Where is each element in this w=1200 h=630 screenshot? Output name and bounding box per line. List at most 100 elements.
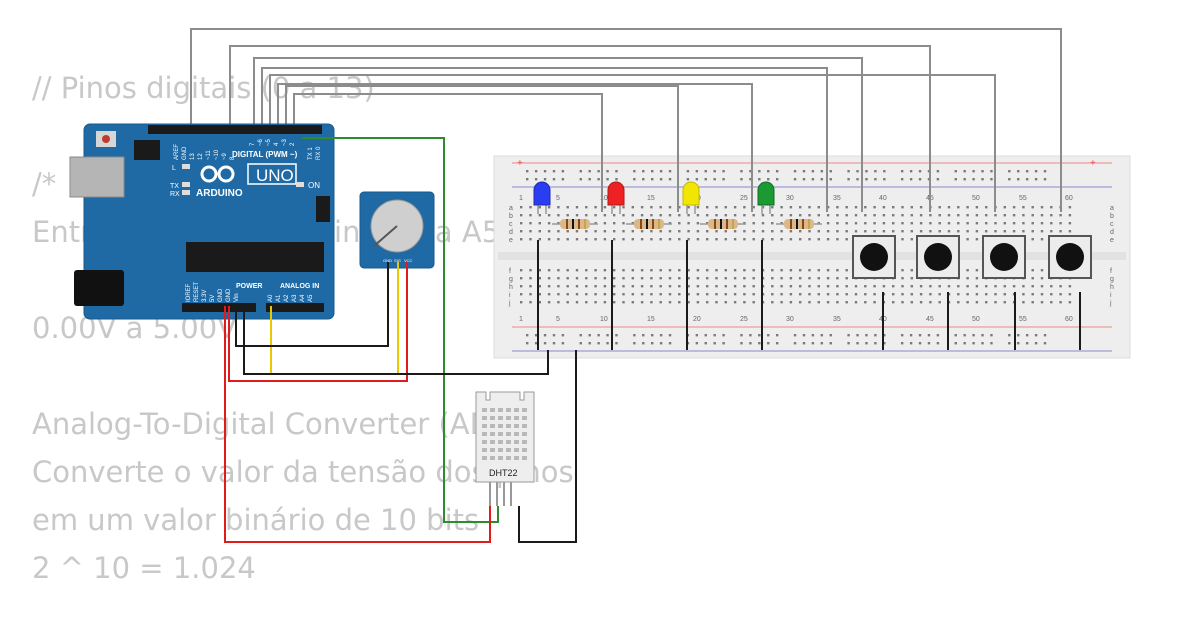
push-button[interactable] [982, 235, 1026, 279]
breadboard-hole [650, 334, 654, 337]
breadboard-hole [631, 238, 634, 241]
led-red[interactable] [607, 181, 625, 214]
breadboard-hole [1022, 293, 1025, 296]
breadboard-hole [631, 206, 634, 209]
breadboard-hole [696, 222, 700, 225]
breadboard-hole [864, 285, 867, 288]
breadboard-hole [633, 170, 636, 173]
breadboard-hole [1034, 342, 1038, 345]
button-cap[interactable] [924, 243, 952, 271]
breadboard-hole [594, 206, 597, 209]
breadboard-hole [892, 214, 895, 217]
breadboard-hole [659, 301, 662, 304]
black-gnd-wire-breadboard[interactable] [243, 306, 549, 375]
potentiometer[interactable]: GND SIG VCC [359, 191, 435, 269]
button-cap[interactable] [860, 243, 888, 271]
breadboard-hole [597, 178, 600, 181]
wire-pin10-button2[interactable] [229, 45, 931, 212]
breadboard-hole [780, 238, 783, 241]
pin-label: 2 [290, 142, 296, 146]
breadboard-hole [829, 342, 832, 345]
breadboard-hole [994, 230, 997, 233]
breadboard-hole [936, 342, 940, 345]
led-label-l: L [172, 165, 176, 172]
reset-button-cap[interactable] [102, 135, 110, 143]
breadboard-hole [722, 342, 725, 345]
breadboard-hole [557, 285, 560, 288]
breadboard-hole [724, 206, 727, 209]
breadboard-hole [529, 214, 532, 217]
breadboard-hole [603, 222, 607, 225]
wire-pin2-led-red[interactable] [293, 93, 603, 212]
breadboard-hole [1031, 277, 1034, 280]
breadboard-hole [758, 334, 761, 337]
breadboard-hole [954, 342, 957, 345]
dht22-vent-slot [506, 448, 511, 452]
breadboard-hole [873, 301, 876, 304]
led-body [757, 181, 775, 206]
breadboard-hole [615, 342, 618, 345]
wire-pin7-button1[interactable] [253, 57, 863, 212]
breadboard-hole [963, 178, 966, 181]
wire-pin4-led-green[interactable] [277, 83, 753, 212]
breadboard-hole [929, 285, 932, 288]
model-box [247, 163, 297, 185]
push-button[interactable] [1048, 235, 1092, 279]
breadboard-hole [547, 277, 551, 280]
breadboard-hole [990, 170, 993, 173]
digital-pin-labels: AREF GND 13 12 ~11 ~10 ~9 8 7 ~6 ~5 4 ~3… [174, 138, 322, 160]
button-cap[interactable] [990, 243, 1018, 271]
dht22-vent-slot [482, 440, 487, 444]
breadboard-hole [1050, 206, 1053, 209]
breadboard-hole [715, 301, 718, 304]
push-button[interactable] [852, 235, 896, 279]
wire-pin13-button4[interactable] [190, 28, 1062, 212]
breadboard-hole [543, 342, 547, 345]
led-green[interactable] [757, 181, 775, 214]
breadboard-hole [668, 285, 672, 288]
breadboard-hole [594, 238, 597, 241]
breadboard-hole [659, 238, 662, 241]
breadboard-hole [695, 170, 699, 173]
breadboard-hole [722, 170, 725, 173]
breadboard-hole [1040, 285, 1044, 288]
green-data-wire[interactable] [302, 137, 499, 523]
breadboard-hole [883, 342, 886, 345]
breadboard-hole [659, 170, 663, 173]
breadboard-hole [613, 293, 616, 296]
breadboard-hole [771, 238, 774, 241]
breadboard-hole [761, 222, 765, 225]
button-cap[interactable] [1056, 243, 1084, 271]
black-gnd-wire-potentiometer[interactable] [235, 262, 389, 347]
resistor[interactable] [700, 219, 746, 229]
breadboard-hole [594, 301, 597, 304]
breadboard-hole [901, 301, 904, 304]
led-yellow[interactable] [682, 181, 700, 214]
wire-pin3-led-yellow[interactable] [285, 85, 679, 212]
breadboard-hole [817, 206, 820, 209]
resistor[interactable] [626, 219, 672, 229]
breadboard-hole [963, 170, 966, 173]
breadboard-hole [1025, 178, 1029, 181]
breadboard-hole [985, 293, 988, 296]
wire-pin5-button3[interactable] [269, 74, 996, 212]
led-blue[interactable] [533, 181, 551, 214]
breadboard-hole [874, 170, 877, 173]
row-letters: a b c d e f g h i j a b c d e f g h i j [508, 205, 1114, 307]
breadboard-hole [715, 206, 718, 209]
resistor[interactable] [552, 219, 598, 229]
breadboard-hole [631, 214, 634, 217]
breadboard-hole [771, 277, 774, 280]
wire-pin6-led[interactable] [261, 67, 828, 212]
red-vcc-wire-potentiometer[interactable] [228, 262, 408, 382]
black-gnd-wire-dht22[interactable] [518, 350, 577, 543]
potentiometer-pin-labels: GND SIG VCC [383, 258, 413, 263]
breadboard-hole [752, 293, 755, 296]
resistor[interactable] [776, 219, 822, 229]
red-vcc-wire-dht22[interactable] [224, 306, 491, 543]
breadboard-hole [706, 238, 709, 241]
dht22-vent-slot [490, 456, 495, 460]
push-button[interactable] [916, 235, 960, 279]
breadboard-hole [613, 238, 616, 241]
breadboard-hole [811, 342, 815, 345]
